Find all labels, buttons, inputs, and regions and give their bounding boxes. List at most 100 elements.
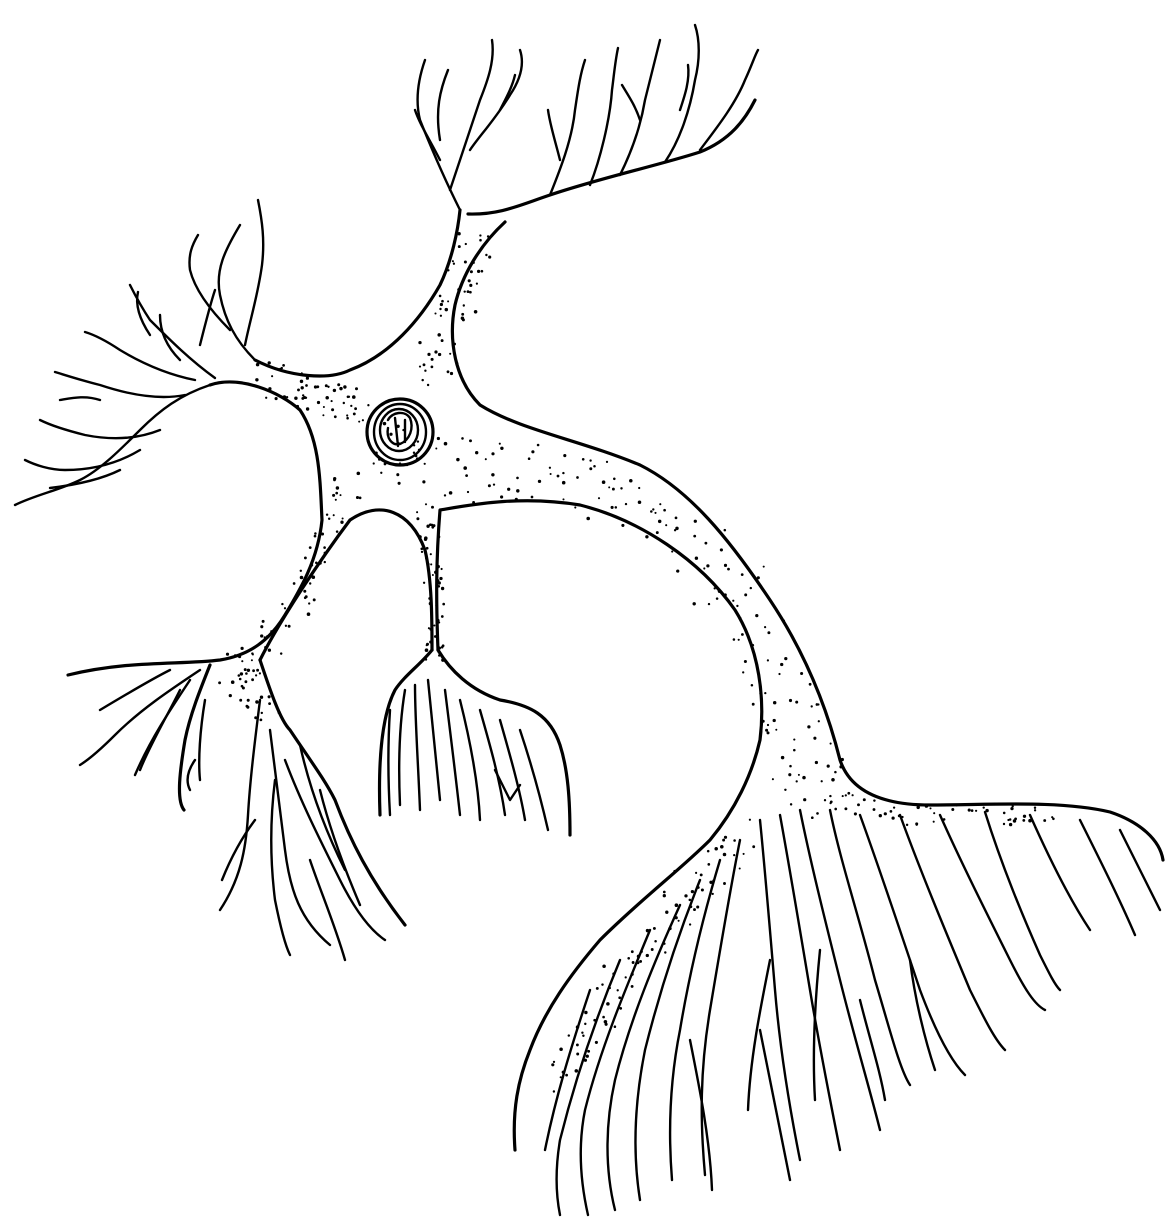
- stipple-dot: [434, 635, 437, 638]
- stipple-dot: [906, 824, 908, 826]
- stipple-dot: [415, 455, 418, 458]
- stipple-dot: [314, 532, 317, 535]
- stipple-dot: [893, 806, 895, 808]
- stipple-dot: [712, 880, 714, 882]
- stipple-dot: [613, 478, 616, 481]
- stipple-dot: [430, 553, 432, 555]
- stipple-dot: [260, 719, 263, 722]
- stipple-dot: [593, 1019, 596, 1022]
- stipple-dot: [469, 439, 472, 442]
- stipple-dot: [638, 501, 642, 505]
- stipple-dot: [751, 684, 754, 687]
- stipple-dot: [793, 749, 796, 752]
- stipple-dot: [720, 548, 723, 551]
- stipple-dot: [778, 673, 780, 675]
- stipple-dot: [933, 821, 935, 823]
- stipple-dot: [584, 1059, 587, 1062]
- stipple-dot: [422, 480, 425, 483]
- stipple-dot: [811, 816, 814, 819]
- stipple-dot: [593, 465, 596, 468]
- stipple-dot: [834, 771, 837, 774]
- stipple-dot: [437, 581, 440, 584]
- stipple-dot: [796, 780, 798, 782]
- stipple-dot: [951, 808, 954, 811]
- stipple-dot: [447, 269, 449, 271]
- stipple-dot: [296, 405, 299, 408]
- stipple-dot: [576, 1025, 579, 1028]
- stipple-dot: [631, 985, 634, 988]
- stipple-dot: [733, 854, 735, 856]
- stipple-dot: [315, 562, 318, 565]
- stipple-dot: [367, 440, 369, 442]
- stipple-dot: [815, 761, 818, 764]
- stipple-dot: [464, 290, 466, 292]
- stipple-dot: [426, 547, 429, 550]
- stipple-dot: [303, 590, 306, 593]
- stipple-dot: [653, 927, 656, 930]
- stipple-dot: [675, 903, 679, 907]
- stipple-dot: [234, 654, 236, 656]
- stipple-dot: [306, 407, 309, 410]
- stipple-dot: [333, 389, 336, 392]
- stipple-dot: [434, 350, 437, 353]
- stipple-dot: [568, 1034, 570, 1036]
- stipple-dot: [500, 447, 503, 450]
- stipple-dot: [724, 529, 727, 532]
- stipple-dot: [611, 506, 614, 509]
- lower-right-dendrites: [545, 810, 1160, 1215]
- stipple-dot: [314, 535, 317, 538]
- stipple-dot: [813, 737, 816, 740]
- stipple-dot: [301, 397, 304, 400]
- stipple-dot: [673, 870, 676, 873]
- stipple-dot: [563, 454, 566, 457]
- stipple-dot: [1014, 818, 1017, 821]
- stipple-dot: [441, 300, 444, 303]
- stipple-dot: [229, 694, 232, 697]
- stipple-dot: [637, 955, 640, 958]
- stipple-dot: [663, 891, 666, 894]
- stipple-dot: [438, 651, 441, 654]
- stipple-dot: [767, 724, 769, 726]
- stipple-dot: [1051, 816, 1053, 818]
- stipple-dot: [664, 951, 666, 953]
- stipple-dot: [438, 585, 441, 588]
- stipple-dot: [434, 312, 436, 314]
- stipple-dot: [766, 731, 769, 734]
- stipple-dot: [565, 1074, 568, 1077]
- stipple-dot: [429, 602, 432, 605]
- stipple-dot: [261, 712, 263, 714]
- stipple-dot: [467, 290, 470, 293]
- stipple-dot: [783, 620, 785, 622]
- stipple-dot: [693, 908, 696, 911]
- stipple-dot: [516, 477, 519, 480]
- stipple-dot: [773, 719, 776, 722]
- stipple-dot: [755, 614, 758, 617]
- stipple-dot: [795, 701, 798, 704]
- stipple-dot: [668, 927, 671, 930]
- stipple-dot: [241, 660, 243, 662]
- stipple-dot: [340, 494, 342, 496]
- stipple-dot: [373, 462, 375, 464]
- stipple-dot: [245, 672, 248, 675]
- stipple-dot: [438, 353, 441, 356]
- stipple-dot: [485, 254, 487, 256]
- stipple-dot: [581, 1032, 583, 1034]
- stipple-dot: [331, 408, 334, 411]
- stipple-dot: [384, 463, 387, 466]
- stipple-dot: [741, 573, 744, 576]
- nucleus: [367, 399, 433, 465]
- stipple-dot: [452, 260, 454, 262]
- stipple-dot: [383, 422, 386, 425]
- stipple-dot: [742, 671, 744, 673]
- stipple-dot: [528, 457, 531, 460]
- stipple-dot: [824, 799, 826, 801]
- stipple-dot: [704, 542, 707, 545]
- stipple-dot: [507, 488, 510, 491]
- stipple-dot: [691, 890, 694, 893]
- stipple-dot: [586, 1055, 589, 1058]
- stipple-dot: [1022, 819, 1025, 822]
- stipple-dot: [757, 576, 760, 579]
- stipple-dot: [968, 809, 971, 812]
- stipple-dot: [406, 463, 409, 466]
- stipple-dot: [304, 556, 307, 559]
